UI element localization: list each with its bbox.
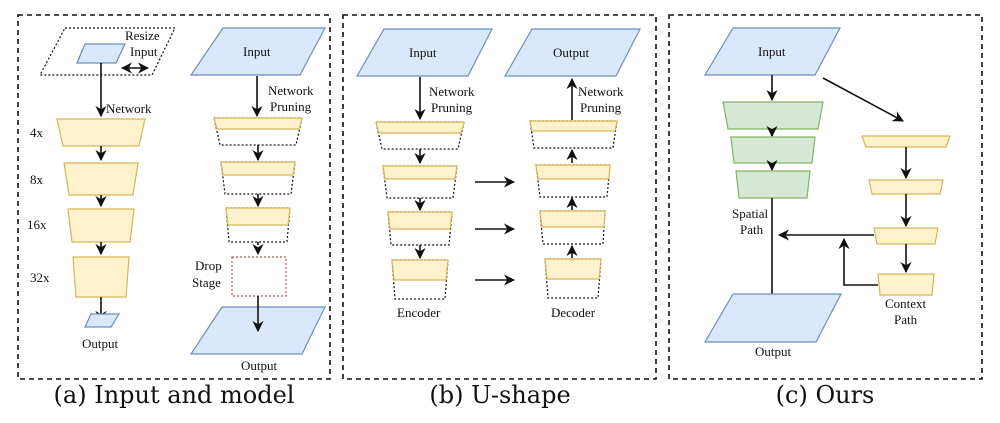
drop-label-2: Stage [192,275,221,290]
dec-stage-3 [539,210,606,228]
right-input-label: Input [243,44,271,59]
dec-stage-2 [535,164,611,180]
stage-32x [72,256,130,298]
context-label-2: Path [894,312,918,327]
enc-stage-2 [382,165,458,180]
b-input-label: Input [409,45,437,60]
pruned-stage-1 [213,117,303,130]
caption-c: (c) Ours [776,381,875,409]
c-arrow-input-context [822,77,904,122]
context-stage-4 [877,273,935,296]
c-input-shape [703,27,841,76]
drop-stage-box [231,256,287,297]
context-stage-3 [873,227,939,245]
scale-label-4x: 4x [30,125,44,140]
b-enc-pruning-1: Network [429,84,475,99]
b-dec-pruning-1: Network [578,84,624,99]
network-label: Network [106,101,152,116]
drop-label-1: Drop [195,258,222,273]
c-output-label: Output [755,344,792,359]
pruning-label-2: Pruning [270,99,312,114]
right-output-label: Output [241,358,278,373]
spatial-stage-2 [730,136,816,164]
spatial-label-1: Spatial [732,206,768,221]
b-input-shape [355,28,493,77]
fusion-arrow-deep-context [838,237,878,286]
resize-input-region [39,27,176,76]
stage-8x [63,162,139,196]
pruned-stage-3 [225,207,291,226]
enc-stage-1-outline [375,121,465,150]
b-output-label: Output [553,45,590,60]
dec-stage-4 [544,258,602,280]
scale-label-16x: 16x [27,217,47,232]
scale-label-8x: 8x [30,172,44,187]
resize-label-1: Resize [125,28,160,43]
context-stage-2 [868,179,944,195]
b-enc-pruning-2: Pruning [431,100,473,115]
enc-stage-1 [375,121,465,134]
dec-stage-1 [529,120,618,132]
panel-b-frame [342,14,657,380]
caption-a: (a) Input and model [54,381,295,409]
decoder-label: Decoder [551,305,596,320]
b-output-shape [503,28,641,77]
encoder-label: Encoder [397,305,441,320]
resize-label-2: Input [130,44,158,59]
c-input-label: Input [758,44,786,59]
pruned-stage-2 [220,161,296,176]
scale-label-32x: 32x [30,270,50,285]
pruned-stage-1-outline [213,117,303,146]
caption-b: (b) U-shape [429,381,570,409]
c-output-shape [703,293,842,343]
pruning-label-1: Network [268,83,314,98]
spatial-stage-1 [722,101,824,130]
enc-stage-4 [391,259,449,281]
right-input-shape [189,27,326,76]
small-output-shape [84,313,121,328]
dec-stage-3-outline [539,210,606,245]
context-label-1: Context [885,296,927,311]
stage-4x [56,118,146,147]
stage-16x [67,208,135,243]
small-input-shape [76,43,126,64]
enc-stage-3-outline [387,211,453,246]
b-dec-pruning-2: Pruning [580,100,622,115]
left-output-label: Output [82,336,119,351]
spatial-label-2: Path [740,222,764,237]
spatial-stage-3 [735,170,811,199]
context-stage-1 [861,135,951,148]
panel-c-frame [668,14,983,380]
panel-a-frame [17,14,331,380]
enc-stage-3 [387,211,453,230]
